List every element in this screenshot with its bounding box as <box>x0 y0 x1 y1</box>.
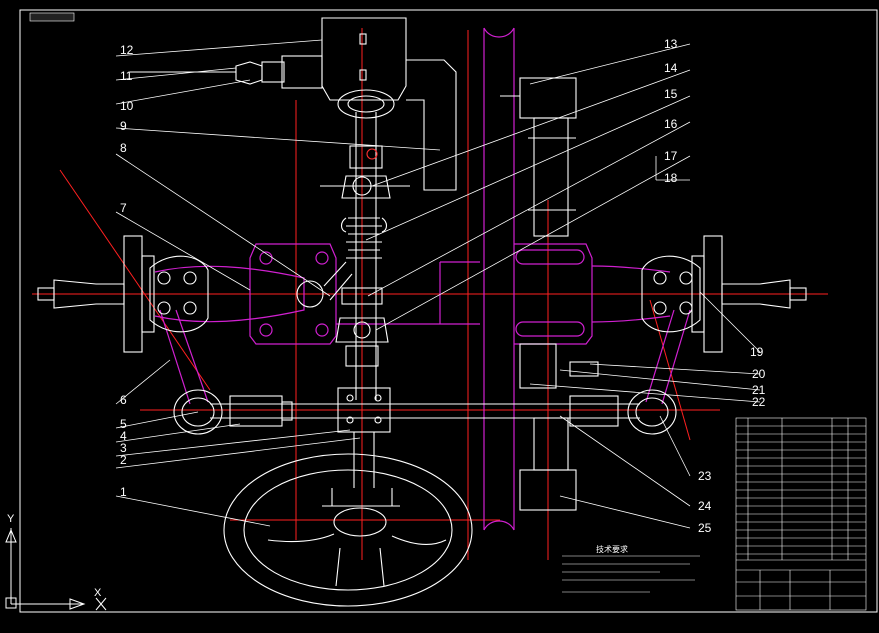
ucs-y-label: Y <box>7 513 15 525</box>
callout-6: 6 <box>120 393 127 407</box>
ucs-icon <box>5 528 107 611</box>
vertical-shaft-magenta <box>154 27 691 531</box>
callout-12: 12 <box>120 43 134 57</box>
callout-7: 7 <box>120 201 127 215</box>
callout-14: 14 <box>664 61 678 75</box>
callout-20: 20 <box>752 367 766 381</box>
ucs-x-label: X <box>94 587 102 599</box>
drawing-frame <box>19 9 878 613</box>
callout-8: 8 <box>120 141 127 155</box>
notes-title: 技术要求 <box>596 544 628 554</box>
callout-22: 22 <box>752 395 766 409</box>
file-tab[interactable] <box>29 12 75 22</box>
callout-11: 11 <box>120 69 133 83</box>
callout-13: 13 <box>664 37 678 51</box>
leader-lines <box>115 39 761 529</box>
technical-notes: 技术要求 <box>562 544 700 593</box>
callout-25: 25 <box>698 521 712 535</box>
callout-5: 5 <box>120 417 127 431</box>
callout-9: 9 <box>120 119 127 133</box>
callout-19: 19 <box>750 345 764 359</box>
callout-21: 21 <box>752 383 766 397</box>
center-lines <box>32 28 828 560</box>
callout-1: 1 <box>120 485 127 499</box>
callout-24: 24 <box>698 499 712 513</box>
callout-18: 18 <box>664 171 678 185</box>
callout-17: 17 <box>664 149 678 163</box>
callout-15: 15 <box>664 87 678 101</box>
callout-3: 3 <box>120 441 127 455</box>
callout-2: 2 <box>120 453 127 467</box>
callout-10: 10 <box>120 99 134 113</box>
parts-list-rows <box>736 425 866 555</box>
callout-numbers: 12 11 10 9 8 7 6 5 4 3 2 1 13 14 15 16 1… <box>120 37 766 535</box>
callout-4: 4 <box>120 429 127 443</box>
mechanical-parts <box>37 17 807 607</box>
callout-16: 16 <box>664 117 678 131</box>
callout-23: 23 <box>698 469 712 483</box>
